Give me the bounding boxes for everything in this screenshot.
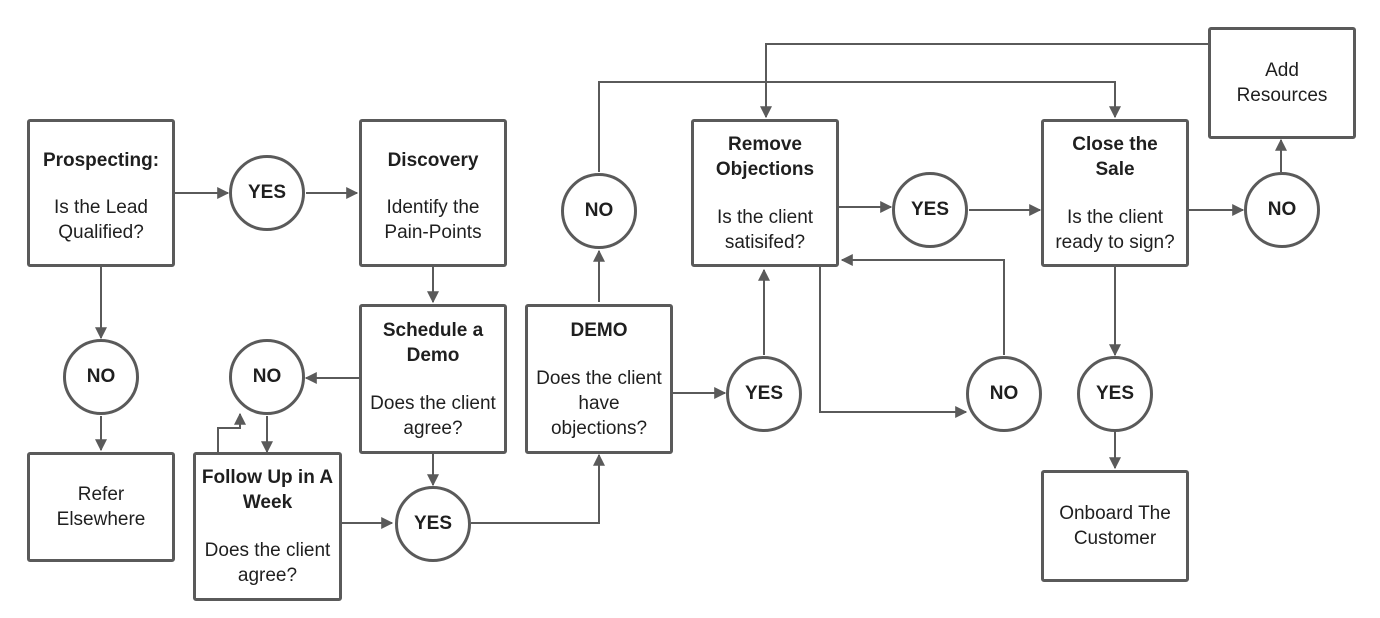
remove-objections-question: Is the client satisifed? — [716, 207, 814, 253]
decision-no-sign: NO — [1244, 172, 1320, 248]
schedule-demo-title: Schedule a Demo — [382, 320, 484, 366]
decision-yes-objections: YES — [726, 356, 802, 432]
close-the-sale-title: Close the Sale — [1072, 134, 1158, 180]
yes-label: YES — [247, 182, 287, 203]
prospecting-question: Is the Lead Qualified? — [53, 197, 149, 243]
follow-up-title: Follow Up in A Week — [201, 467, 334, 513]
yes-label: YES — [1095, 383, 1135, 404]
arrow-no-to-close — [598, 81, 1121, 172]
decision-no-schedule: NO — [229, 339, 305, 415]
onboard-customer-box: Onboard The Customer — [1041, 470, 1189, 582]
no-label: NO — [86, 366, 116, 387]
decision-yes-agree: YES — [395, 486, 471, 562]
no-label: NO — [1267, 199, 1297, 220]
demo-question: Does the client have objections? — [536, 368, 662, 439]
follow-up-box: Follow Up in A Week Does the client agre… — [193, 452, 342, 601]
demo-box: DEMO Does the client have objections? — [525, 304, 673, 454]
decision-no-objections: NO — [561, 173, 637, 249]
no-label: NO — [584, 200, 614, 221]
prospecting-title: Prospecting: — [42, 150, 160, 171]
remove-objections-box: Remove Objections Is the client satisife… — [691, 119, 839, 267]
follow-up-question: Does the client agree? — [204, 540, 331, 586]
demo-title: DEMO — [570, 320, 628, 341]
no-label: NO — [989, 383, 1019, 404]
arrow-no-to-remove — [840, 254, 1005, 355]
close-the-sale-box: Close the Sale Is the client ready to si… — [1041, 119, 1189, 267]
decision-no-qualified: NO — [63, 339, 139, 415]
decision-yes-sign: YES — [1077, 356, 1153, 432]
refer-elsewhere-box: Refer Elsewhere — [27, 452, 175, 562]
arrow-followup-to-no — [217, 412, 246, 452]
no-label: NO — [252, 366, 282, 387]
remove-objections-title: Remove Objections — [715, 134, 815, 180]
onboard-customer-text: Onboard The Customer — [1059, 503, 1171, 549]
discovery-title: Discovery — [387, 150, 479, 171]
decision-yes-qualified: YES — [229, 155, 305, 231]
arrow-remove-to-no — [819, 267, 968, 418]
arrow-addresources-to-remove — [760, 43, 1208, 119]
prospecting-box: Prospecting: Is the Lead Qualified? — [27, 119, 175, 267]
schedule-demo-question: Does the client agree? — [370, 393, 496, 439]
add-resources-box: Add Resources — [1208, 27, 1356, 139]
discovery-description: Identify the Pain-Points — [384, 197, 482, 243]
add-resources-text: Add Resources — [1236, 60, 1328, 106]
decision-no-satisfied: NO — [966, 356, 1042, 432]
arrow-yes-to-demo — [471, 453, 605, 524]
decision-yes-satisfied: YES — [892, 172, 968, 248]
yes-label: YES — [413, 513, 453, 534]
discovery-box: Discovery Identify the Pain-Points — [359, 119, 507, 267]
yes-label: YES — [910, 199, 950, 220]
close-the-sale-question: Is the client ready to sign? — [1055, 207, 1175, 253]
schedule-demo-box: Schedule a Demo Does the client agree? — [359, 304, 507, 454]
refer-elsewhere-text: Refer Elsewhere — [56, 484, 146, 530]
yes-label: YES — [744, 383, 784, 404]
